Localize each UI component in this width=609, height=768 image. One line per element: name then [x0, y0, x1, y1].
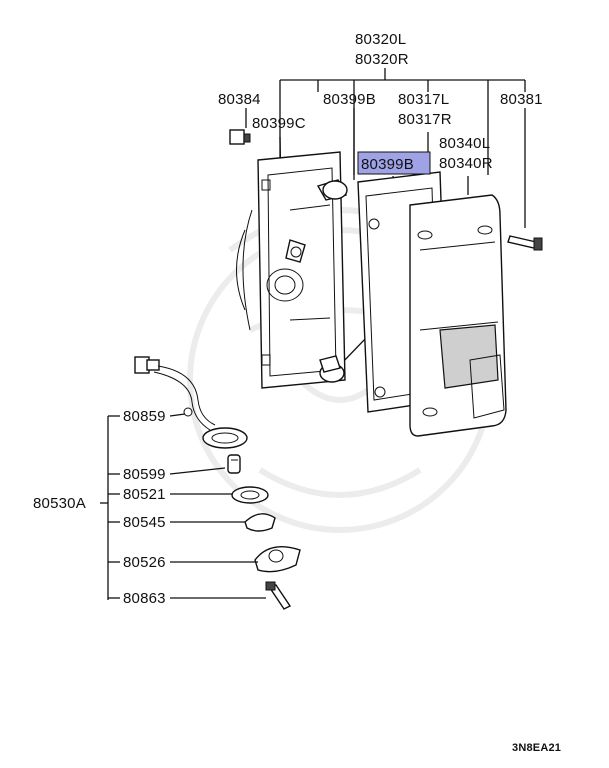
bulb-lower — [319, 355, 345, 383]
lens-80545 — [244, 513, 276, 532]
label-80320R: 80320R — [355, 51, 409, 68]
label-80340R: 80340R — [439, 155, 493, 172]
highlight-box — [357, 151, 431, 175]
leader-lines-left — [100, 413, 266, 600]
label-80859: 80859 — [123, 408, 166, 425]
lens-80340 — [409, 194, 507, 437]
bulb-upper — [316, 179, 348, 201]
label-80521: 80521 — [123, 486, 166, 503]
housing-80526 — [254, 546, 301, 573]
label-80399B-highlighted: 80399B — [361, 156, 414, 173]
label-80340L: 80340L — [439, 135, 490, 152]
label-80317L: 80317L — [398, 91, 449, 108]
bulb-80599 — [227, 454, 241, 474]
label-80320L: 80320L — [355, 31, 406, 48]
label-80863: 80863 — [123, 590, 166, 607]
label-80317R: 80317R — [398, 111, 452, 128]
label-80399B-top: 80399B — [323, 91, 376, 108]
label-80599: 80599 — [123, 466, 166, 483]
label-80530A: 80530A — [33, 495, 86, 512]
socket-mid — [285, 239, 306, 263]
wire-harness — [134, 356, 216, 431]
label-80384: 80384 — [218, 91, 261, 108]
part-labels: 80320L 80320R 80384 80399B 80317L 80317R… — [33, 31, 561, 754]
socket-80859 — [183, 407, 248, 449]
gasket-80521 — [231, 486, 269, 504]
lamp-housing — [236, 151, 348, 389]
label-80545: 80545 — [123, 514, 166, 531]
label-80526: 80526 — [123, 554, 166, 571]
label-80381: 80381 — [500, 91, 543, 108]
figure-code: 3N8EA21 — [512, 742, 561, 754]
screw-80863 — [265, 581, 292, 610]
clip-80384 — [229, 129, 251, 145]
label-80399C: 80399C — [252, 115, 306, 132]
screw-80381 — [507, 235, 543, 251]
